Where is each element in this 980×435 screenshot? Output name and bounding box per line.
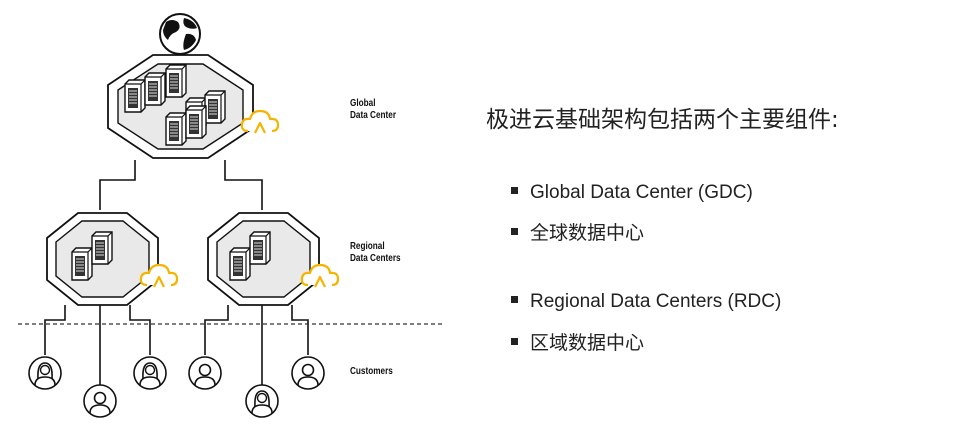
female-user-icon bbox=[133, 356, 167, 390]
rdc-left-server bbox=[91, 231, 113, 265]
regional-data-center-hex-right bbox=[207, 212, 320, 306]
bullet-square-icon bbox=[511, 187, 518, 195]
regional-data-center-hex-left bbox=[46, 212, 159, 306]
data-center-hierarchy-diagram bbox=[18, 13, 443, 418]
rdc-right-server bbox=[229, 247, 251, 281]
male-user-icon bbox=[188, 356, 222, 390]
bullet-text: 区域数据中心 bbox=[530, 333, 645, 354]
global-label-line-1: Global bbox=[350, 98, 376, 109]
bullet-item: Regional Data Centers (RDC) bbox=[511, 291, 781, 313]
globe-icon bbox=[159, 13, 201, 55]
bullet-item: 区域数据中心 bbox=[511, 328, 644, 355]
regional-label-line-1: Regional bbox=[350, 241, 385, 252]
rdc-left-server bbox=[71, 247, 93, 281]
bullet-item: Global Data Center (GDC) bbox=[511, 182, 753, 204]
regional-label-line-2: Data Centers bbox=[350, 253, 401, 264]
global-data-center-label: Global Data Center bbox=[350, 98, 396, 122]
connector-lines bbox=[44, 50, 309, 385]
female-user-icon bbox=[245, 384, 279, 418]
male-user-icon bbox=[291, 356, 325, 390]
bullet-text: Global Data Center (GDC) bbox=[530, 182, 753, 203]
rdc-right-server bbox=[249, 231, 271, 265]
bullet-square-icon bbox=[511, 228, 518, 236]
bullet-square-icon bbox=[511, 296, 518, 304]
global-label-line-2: Data Center bbox=[350, 110, 397, 121]
bullet-text: 全球数据中心 bbox=[530, 223, 645, 244]
male-user-icon bbox=[83, 384, 117, 418]
page-heading: 极进云基础架构包括两个主要组件: bbox=[486, 107, 839, 133]
bullet-item: 全球数据中心 bbox=[511, 218, 644, 245]
customers-label: Customers bbox=[350, 366, 393, 378]
female-user-icon bbox=[28, 356, 62, 390]
customers-label-text: Customers bbox=[350, 366, 393, 377]
global-data-center-hex bbox=[107, 54, 254, 159]
bullet-text: Regional Data Centers (RDC) bbox=[530, 291, 782, 312]
bullet-square-icon bbox=[511, 338, 518, 346]
regional-data-centers-label: Regional Data Centers bbox=[350, 241, 401, 265]
